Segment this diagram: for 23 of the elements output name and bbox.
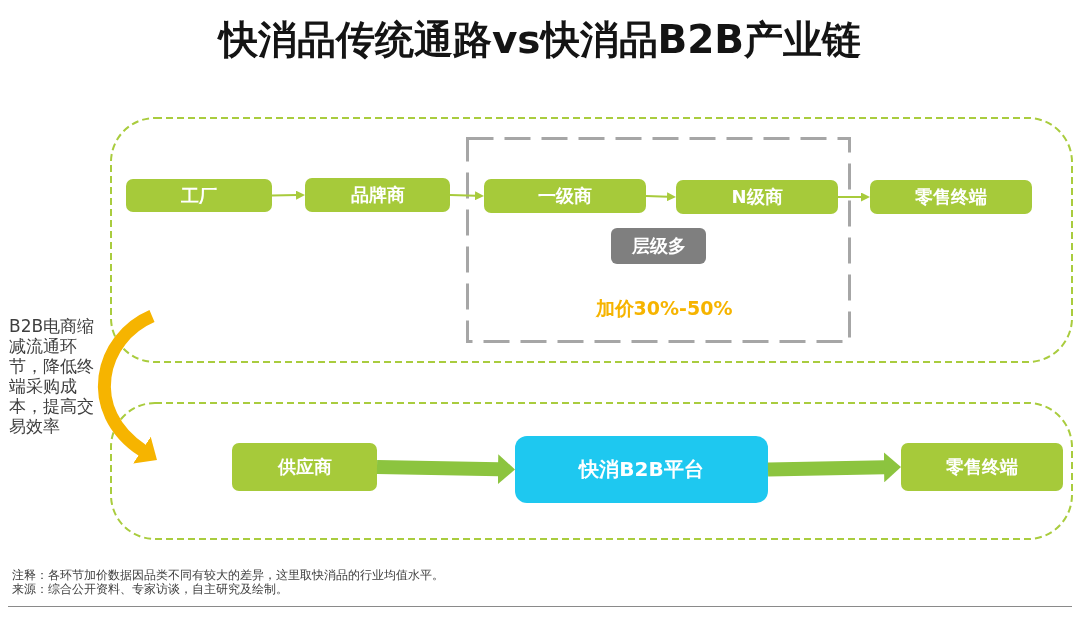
tag-box: 层级多 [611,228,706,264]
annotation-text: B2B电商缩减流通环节，降低终端采购成本，提高交易效率 [9,316,96,436]
process-box: 一级商 [484,179,646,213]
note-text: 来源：综合公开资料、专家访谈，自主研究及绘制。 [12,582,288,597]
dashed-region [110,402,1073,540]
process-box: N级商 [676,180,838,214]
arrow [767,452,901,483]
process-box: 零售终端 [870,180,1032,214]
arrow [271,190,305,200]
note-text: 注释：各环节加价数据因品类不同有较大的差异，这里取快消品的行业均值水平。 [12,568,444,583]
arrow [449,191,484,201]
title: 快消品传统通路vs快消品B2B产业链 [216,16,863,64]
arrow [837,192,870,202]
dashed-region [110,117,1073,363]
process-box: 供应商 [232,443,377,491]
process-box: 品牌商 [305,178,450,212]
markup-text: 加价30%-50% [594,296,734,321]
arrow [376,454,515,485]
arrow [645,192,676,202]
platform-box: 快消B2B平台 [515,436,768,503]
process-box: 工厂 [126,179,272,212]
dashed-group-box [466,137,851,343]
process-box: 零售终端 [901,443,1063,491]
